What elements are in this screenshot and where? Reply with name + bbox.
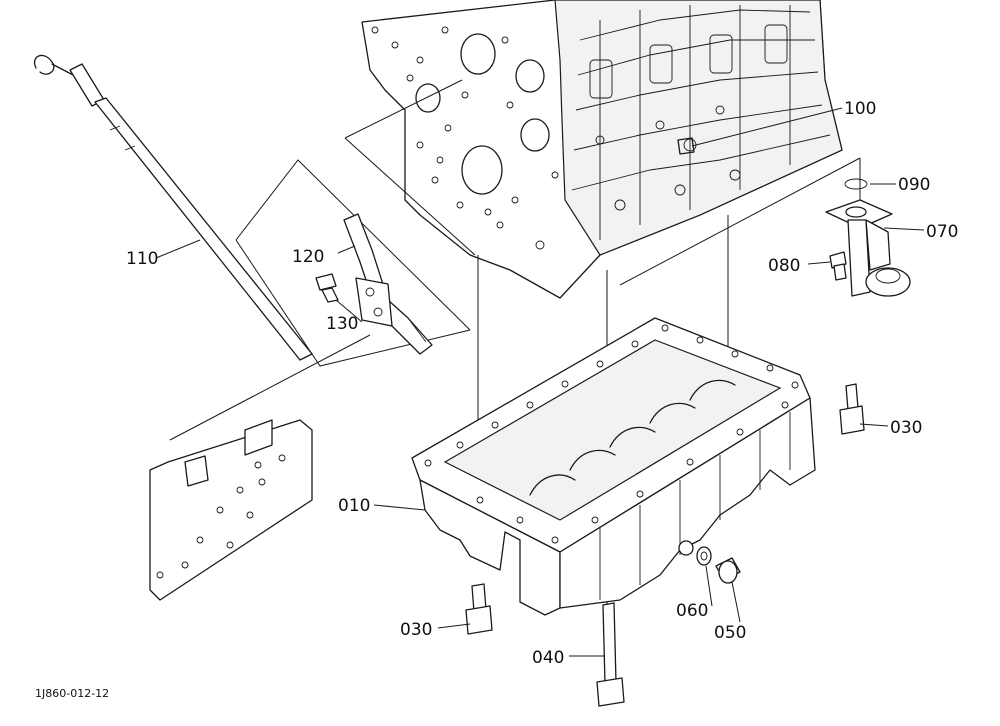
- oil-pan: [411, 317, 816, 616]
- callout-030-right: 030: [890, 418, 922, 438]
- engine-block: [361, 0, 843, 299]
- guide-bolt: [315, 273, 339, 303]
- callout-060: 060: [676, 601, 708, 621]
- callout-070: 070: [926, 222, 958, 242]
- dipstick-guide: [343, 213, 433, 355]
- callout-100: 100: [844, 99, 876, 119]
- callout-030-left: 030: [400, 620, 432, 640]
- callout-130: 130: [326, 314, 358, 334]
- drain-plug: [696, 546, 741, 584]
- callout-040: 040: [532, 648, 564, 668]
- pan-bolt-left: [465, 583, 493, 635]
- pan-bolt-right: [839, 383, 865, 435]
- callout-110: 110: [126, 249, 158, 269]
- long-bolt: [596, 602, 625, 707]
- callout-010: 010: [338, 496, 370, 516]
- oil-strainer: [825, 178, 911, 297]
- callout-050: 050: [714, 623, 746, 643]
- callout-080: 080: [768, 256, 800, 276]
- footer-code: 1J860-012-12: [35, 687, 109, 700]
- callout-120: 120: [292, 247, 324, 267]
- gear-case-detail: [149, 419, 313, 601]
- leader-lines: [155, 107, 925, 657]
- oil-dipstick: [33, 54, 313, 361]
- strainer-bolt: [829, 251, 847, 281]
- callout-090: 090: [898, 175, 930, 195]
